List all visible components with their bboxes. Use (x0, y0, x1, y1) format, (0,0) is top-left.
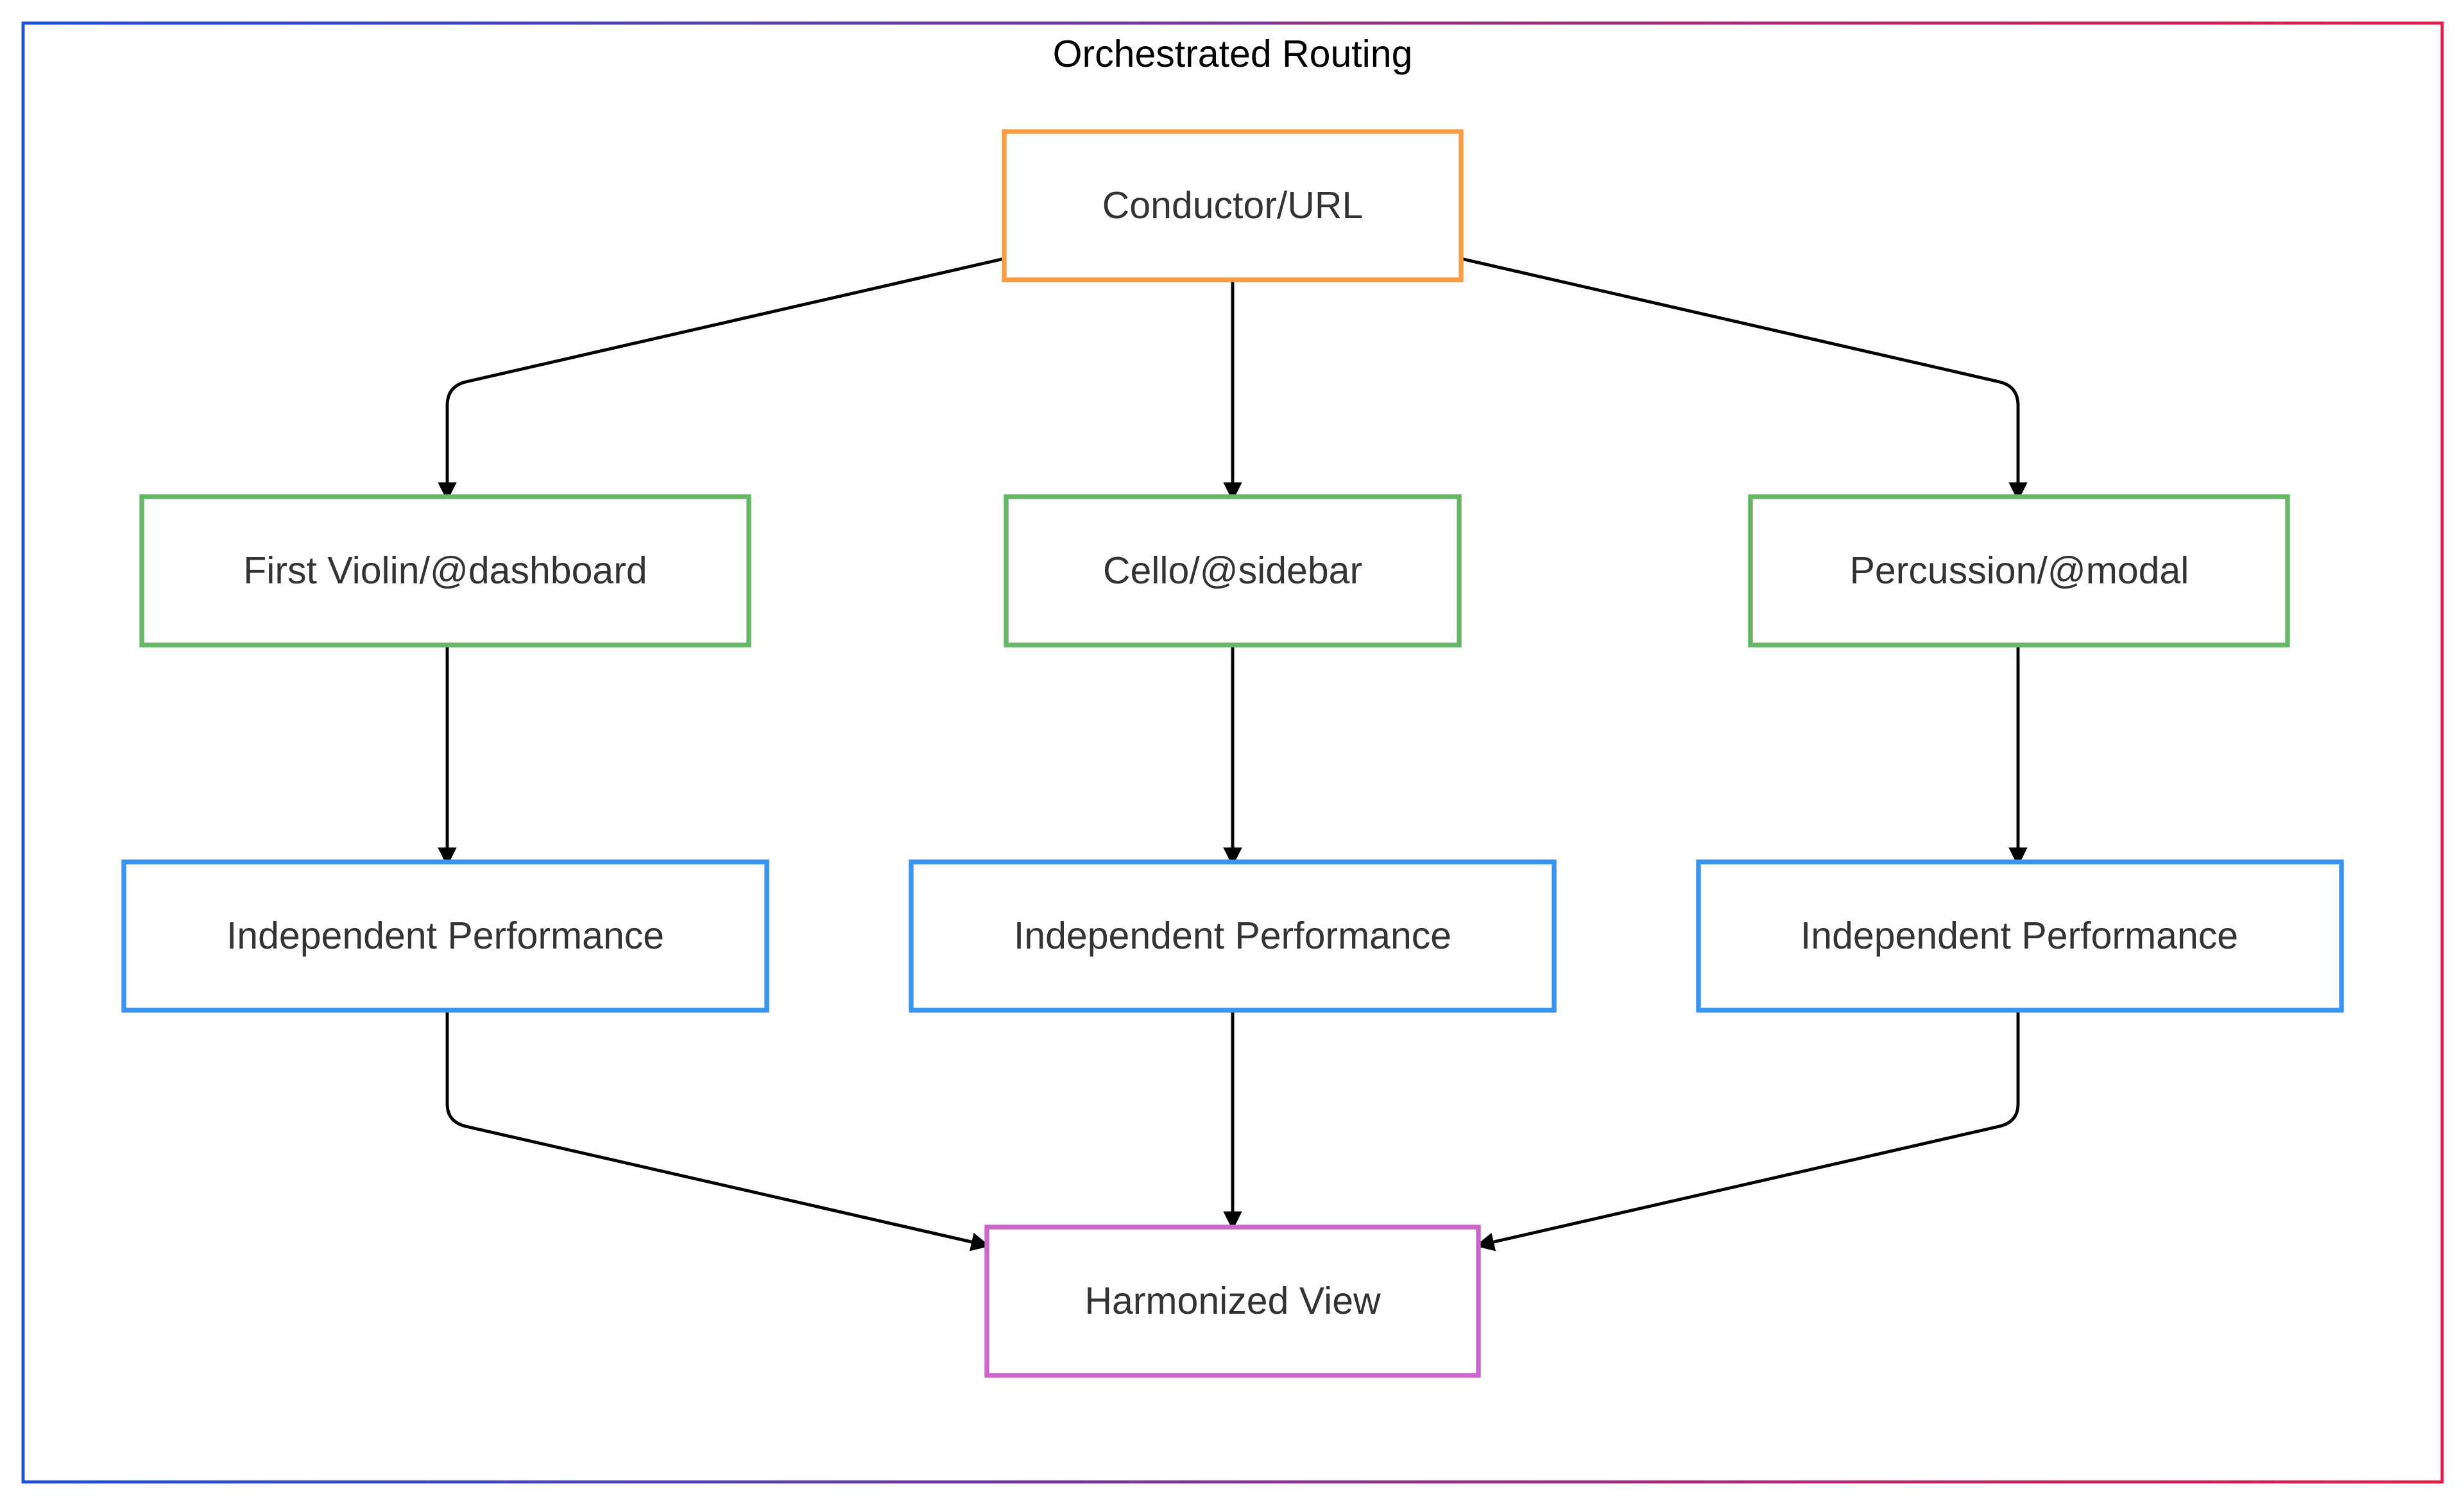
node-box-performance-right (1696, 859, 2344, 1013)
node-box-cello (1004, 494, 1462, 648)
node-box-percussion (1748, 494, 2290, 648)
node-percussion[interactable]: Percussion/@modal (1748, 494, 2290, 648)
node-performance-right[interactable]: Independent Performance (1696, 859, 2344, 1013)
edge-conductor-first-violin (438, 257, 1005, 501)
node-label-first-violin: First Violin/@dashboard (243, 549, 647, 592)
node-label-conductor: Conductor/URL (1102, 184, 1364, 227)
edge-conductor-percussion (1460, 257, 2028, 501)
node-label-performance-right: Independent Performance (1801, 915, 2238, 957)
node-label-cello: Cello/@sidebar (1103, 549, 1362, 592)
node-label-performance-center: Independent Performance (1014, 915, 1451, 957)
node-box-performance-left (121, 859, 769, 1013)
node-box-first-violin (139, 494, 751, 648)
diagram-title: Orchestrated Routing (1053, 33, 1413, 75)
node-label-performance-left: Independent Performance (227, 915, 664, 957)
node-performance-left[interactable]: Independent Performance (121, 859, 769, 1013)
node-conductor[interactable]: Conductor/URL (1002, 129, 1464, 282)
node-box-conductor (1002, 129, 1464, 282)
edge-performance-right-view (1475, 1011, 2020, 1251)
node-cello[interactable]: Cello/@sidebar (1004, 494, 1462, 648)
node-label-harmonized-view: Harmonized View (1084, 1280, 1381, 1322)
node-label-percussion: Percussion/@modal (1850, 549, 2189, 592)
node-box-performance-center (909, 859, 1557, 1013)
diagram-frame (21, 21, 2444, 1484)
edges (438, 257, 2028, 1251)
node-harmonized-view[interactable]: Harmonized View (984, 1225, 1481, 1378)
node-box-harmonized-view (984, 1225, 1481, 1378)
node-performance-center[interactable]: Independent Performance (909, 859, 1557, 1013)
edge-performance-left-view (445, 1011, 990, 1251)
node-first-violin[interactable]: First Violin/@dashboard (139, 494, 751, 648)
